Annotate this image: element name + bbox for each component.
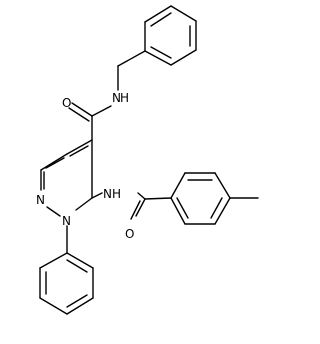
p-tolyl-ring (170, 172, 259, 225)
n-phenyl-ring (39, 225, 94, 315)
amide-hydrogen-mid-label: H (112, 187, 121, 201)
toluoyl-amide-linker (91, 192, 172, 220)
pyrazole-ring (40, 139, 93, 217)
pyrazole-n2-label: N (36, 193, 45, 207)
benzyl-phenyl-ring (144, 5, 197, 66)
amide-hydrogen-top-label: H (120, 91, 129, 105)
amide-nitrogen-top-label: N (112, 91, 121, 105)
carbonyl-oxygen-mid-label: O (125, 227, 134, 241)
pyrazole-n1-label: N (62, 214, 71, 228)
molecule-diagram: N H O N H O N N (36, 5, 259, 315)
benzyl-amide-linker (68, 50, 146, 141)
carbonyl-oxygen-top-label: O (62, 96, 71, 110)
amide-nitrogen-mid-label: N (103, 187, 112, 201)
